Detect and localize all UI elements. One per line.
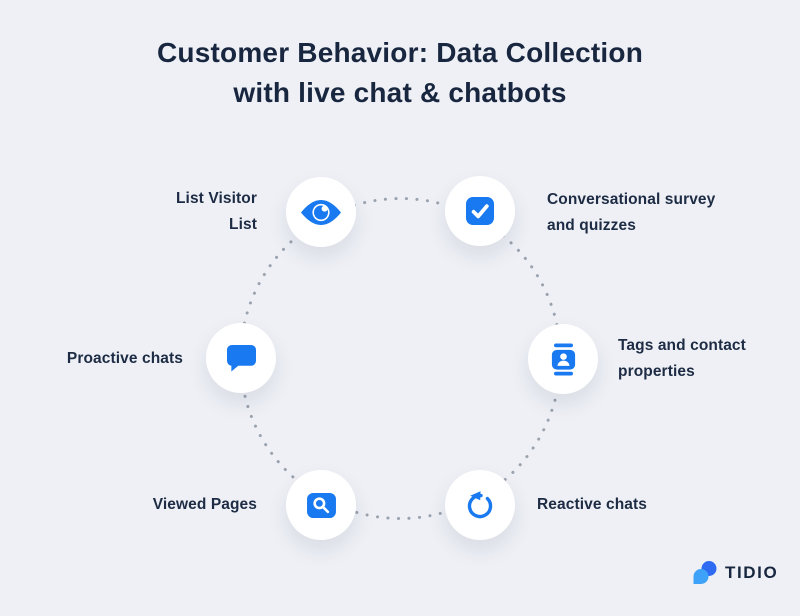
label-visitor-list-line2: List [229,216,257,233]
label-proactive-chats-line1: Proactive chats [66,350,183,367]
chat-bubble-icon [226,344,256,372]
node-reactive-chats [445,470,515,540]
label-reactive-chats: Reactive chats [537,492,647,518]
node-proactive-chats [206,323,276,393]
label-conversational-survey: Conversational survey and quizzes [547,187,715,239]
label-reactive-chats-line1: Reactive chats [537,496,647,513]
label-visitor-list: List Visitor List [176,186,257,238]
node-tags-contact [528,324,598,394]
contact-card-icon [551,343,575,375]
node-conversational-survey [445,176,515,246]
tidio-logo-icon [693,561,717,584]
refresh-icon [467,491,493,519]
tidio-logo-text: TIDIO [725,563,779,582]
node-viewed-pages [286,470,356,540]
page-title-line2: with live chat & chatbots [233,77,567,108]
tidio-logo: TIDIO [692,560,778,586]
node-visitor-list [286,177,356,247]
search-icon [306,492,336,518]
label-tags-contact-line2: properties [618,363,695,380]
label-viewed-pages-line1: Viewed Pages [152,496,257,513]
page-title: Customer Behavior: Data Collection with … [0,33,800,113]
label-visitor-list-line1: List Visitor [175,190,257,207]
label-conversational-survey-line2: and quizzes [547,217,636,234]
label-viewed-pages: Viewed Pages [153,492,257,518]
checkbox-icon [466,197,494,225]
label-conversational-survey-line1: Conversational survey [547,191,716,208]
label-tags-contact: Tags and contact properties [618,333,746,385]
eye-icon [301,199,341,225]
label-proactive-chats: Proactive chats [67,346,183,372]
label-tags-contact-line1: Tags and contact [618,337,746,354]
page-title-line1: Customer Behavior: Data Collection [157,37,643,68]
